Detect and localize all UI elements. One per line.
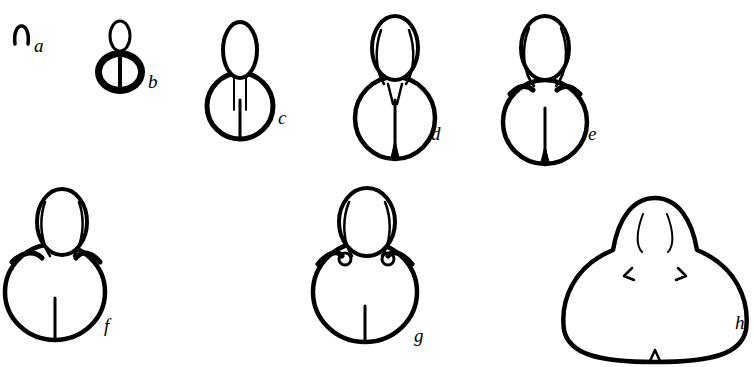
stage-letter: h (735, 313, 745, 332)
stage-letter: b (148, 72, 158, 91)
stage-letter: f (104, 316, 109, 335)
stage-letter: c (278, 108, 286, 127)
stage-letter: d (431, 124, 441, 143)
stage-letter: e (588, 124, 596, 143)
stage-letter: g (414, 326, 424, 345)
stage-letter: a (34, 36, 44, 55)
